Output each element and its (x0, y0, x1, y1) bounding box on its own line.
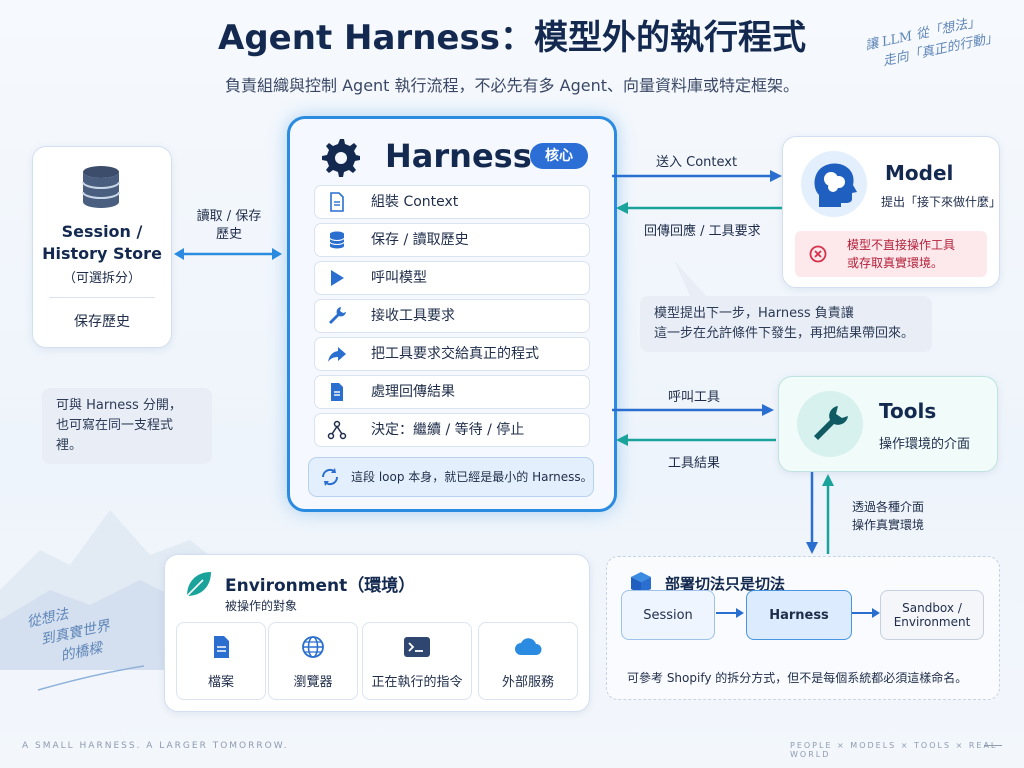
deploy-arrow (716, 608, 744, 618)
deploy-box-sandbox: Sandbox / Environment (880, 590, 984, 640)
model-response-label: 回傳回應 / 工具要求 (644, 224, 761, 239)
play-icon (331, 270, 344, 286)
brain-head-icon (801, 151, 867, 217)
tools-desc: 操作環境的介面 (879, 437, 971, 452)
call-tool-label: 呼叫工具 (668, 390, 721, 405)
harness-to-model-arrow (612, 170, 782, 182)
file-icon (331, 383, 343, 401)
branch-icon (327, 420, 347, 440)
page-title: Agent Harness：模型外的執行程式 (218, 18, 806, 58)
step-label: 把工具要求交給真正的程式 (371, 346, 539, 362)
footer-rule (984, 745, 1002, 746)
step-label: 處理回傳結果 (371, 384, 455, 400)
deploy-title: 部署切法只是切法 (665, 575, 786, 593)
harness-step: 決定：繼續 / 等待 / 停止 (314, 413, 590, 447)
bubble-pointer (674, 260, 706, 296)
harness-core-panel: Harness 核心 組裝 Context 保存 / 讀取歷史 呼叫模型 接收工… (287, 116, 617, 512)
session-arrow-label: 讀取 / 保存 歷史 (196, 209, 262, 242)
tools-card: Tools 操作環境的介面 (778, 376, 998, 472)
tools-env-label: 透過各種介面 操作真實環境 (852, 500, 925, 532)
warning-line: 模型不直接操作工具 (847, 238, 956, 252)
harness-step: 組裝 Context (314, 185, 590, 219)
error-x-icon (809, 245, 827, 263)
environment-item-label: 檔案 (207, 675, 234, 690)
environment-title: Environment（環境） (225, 576, 416, 596)
footer-left: A SMALL HARNESS. A LARGER TOMORROW. (22, 741, 289, 751)
file-icon (214, 636, 229, 658)
harness-step: 保存 / 讀取歷史 (314, 223, 590, 257)
environment-item-label: 外部服務 (501, 675, 554, 690)
core-badge: 核心 (530, 143, 588, 169)
warning-line: 或存取真實環境。 (847, 256, 944, 270)
environment-item-label: 正在執行的指令 (371, 675, 463, 690)
environment-item-terminal: 正在執行的指令 (362, 622, 472, 700)
harness-step: 處理回傳結果 (314, 375, 590, 409)
step-label: 保存 / 讀取歷史 (371, 232, 469, 248)
handwritten-underline (37, 665, 145, 691)
document-icon (330, 192, 344, 212)
session-title: Session / History Store (42, 222, 162, 263)
forward-arrow-icon (328, 347, 346, 362)
footer-right: PEOPLE × MODELS × TOOLS × REAL WORLD (790, 741, 998, 759)
tools-to-harness-arrow (616, 434, 776, 446)
model-desc: 提出「接下來做什麼」 (881, 195, 1002, 209)
session-desc: 保存歷史 (74, 314, 130, 330)
step-label: 呼叫模型 (371, 270, 427, 286)
database-icon (329, 231, 345, 249)
step-label: 接收工具要求 (371, 308, 455, 324)
environment-item-label: 瀏覽器 (293, 675, 333, 690)
deploy-box-session: Session (621, 590, 715, 640)
send-context-label: 送入 Context (656, 155, 738, 170)
database-icon (82, 166, 120, 208)
wrench-icon (797, 391, 863, 457)
wrench-icon (329, 307, 346, 324)
page-subtitle: 負責組織與控制 Agent 執行流程，不必先有多 Agent、向量資料庫或特定框… (225, 76, 799, 95)
model-warning: 模型不直接操作工具 或存取真實環境。 (795, 231, 987, 277)
environment-item-browser: 瀏覽器 (268, 622, 358, 700)
loop-icon (321, 468, 339, 486)
environment-item-files: 檔案 (176, 622, 266, 700)
leaf-icon (186, 572, 211, 597)
step-label: 組裝 Context (371, 194, 459, 210)
divider (49, 297, 155, 298)
cloud-icon (515, 638, 542, 655)
model-to-harness-arrow (616, 202, 784, 214)
harness-step: 呼叫模型 (314, 261, 590, 295)
session-harness-arrow (174, 248, 282, 260)
harness-to-tools-arrow (612, 404, 774, 416)
tools-title: Tools (879, 399, 937, 423)
session-optional-label: （可選拆分） (62, 271, 141, 286)
loop-note: 這段 loop 本身，就已經是最小的 Harness。 (308, 457, 594, 497)
harness-step: 接收工具要求 (314, 299, 590, 333)
tool-result-label: 工具結果 (668, 456, 721, 471)
session-history-card: Session / History Store （可選拆分） 保存歷史 (32, 146, 172, 348)
harness-step: 把工具要求交給真正的程式 (314, 337, 590, 371)
model-note-bubble: 模型提出下一步，Harness 負責讓 這一步在允許條件下發生，再把結果帶回來。 (640, 296, 932, 352)
environment-desc: 被操作的對象 (225, 599, 298, 613)
model-title: Model (885, 161, 954, 185)
harness-title: Harness (385, 137, 532, 175)
environment-item-services: 外部服務 (478, 622, 578, 700)
globe-icon (302, 636, 324, 658)
deploy-note: 可參考 Shopify 的拆分方式，但不是每個系統都必須這樣命名。 (627, 671, 968, 685)
model-card: Model 提出「接下來做什麼」 模型不直接操作工具 或存取真實環境。 (782, 136, 1002, 288)
tools-env-arrows (806, 472, 834, 554)
cube-icon (631, 572, 651, 594)
gear-icon (322, 139, 360, 177)
deploy-box-harness: Harness (746, 590, 852, 640)
terminal-icon (404, 637, 430, 657)
deploy-arrow (852, 608, 880, 618)
loop-note-text: 這段 loop 本身，就已經是最小的 Harness。 (351, 470, 593, 484)
step-label: 決定：繼續 / 等待 / 停止 (371, 422, 525, 438)
session-note-bubble: 可與 Harness 分開， 也可寫在同一支程式裡。 (42, 388, 212, 464)
